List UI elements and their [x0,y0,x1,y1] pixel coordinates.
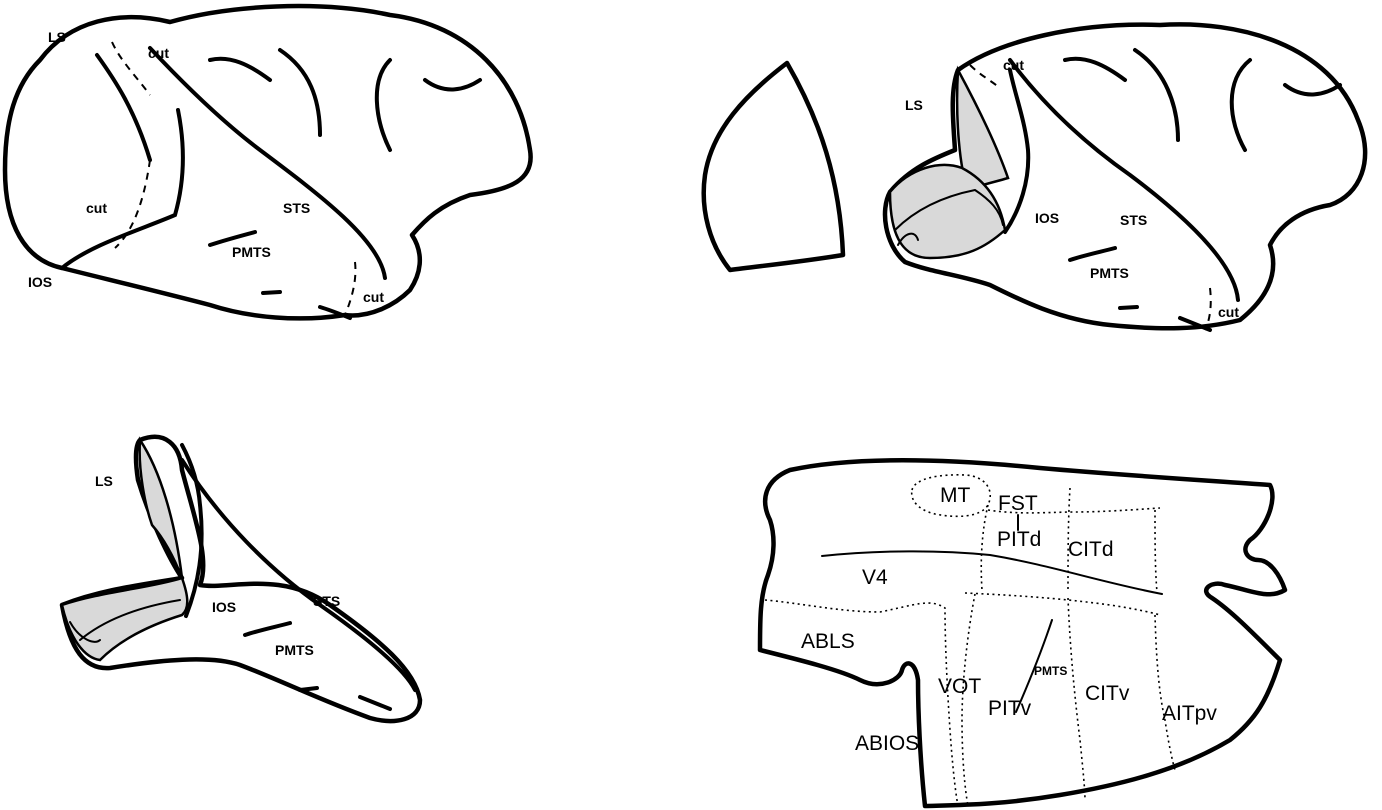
panel-a-sulcus-arcuate [377,60,390,150]
panel-d-area-citv: CITv [1085,682,1130,705]
panel-b-pmts [1070,248,1115,260]
panel-d-area-mt: MT [940,484,970,507]
panel-c-outline [62,437,420,721]
panel-a-cut-right [345,262,355,315]
panel-a-label-ls: LS [48,29,66,45]
panel-b-label-sts: STS [1120,212,1147,228]
panel-b-label-ls: LS [905,97,923,113]
panel-c-label-pmts: PMTS [275,642,314,658]
panel-a-label-cut-left: cut [86,200,107,216]
panel-b-label-cut-right: cut [1218,304,1239,320]
panel-a-sulcus-central [280,50,320,135]
panel-d-area-pmts: PMTS [1034,664,1067,678]
panel-d-area-abios: ABIOS [855,732,919,755]
panel-a-outline [5,6,531,318]
panel-d-area-abls: ABLS [801,630,855,653]
panel-c-exposed-ls-bank [140,440,182,578]
panel-c-hemisphere: LS IOS STS PMTS [62,437,420,721]
panel-d-aitd-boundary [1155,510,1157,592]
panel-d-pitv-citv-boundary [1068,598,1085,800]
panel-a-hemisphere: LS cut cut STS PMTS IOS cut [5,6,531,318]
panel-b-removed-occipital-piece [704,63,843,270]
panel-d-area-fst: FST [998,492,1038,515]
panel-d-flatmap: MT FST PITd CITd V4 ABLS VOT PMTS PITv C… [760,460,1285,806]
panel-b-label-pmts: PMTS [1090,265,1129,281]
panel-b-label-ios: IOS [1035,210,1059,226]
panel-a-sulcus-small-1 [263,292,280,293]
panel-c-exposed-ios-bank [62,578,187,660]
panel-b-label-cut-top: cut [1003,57,1024,73]
panel-b-ios [1005,70,1028,232]
panel-d-citv-aitpv-boundary [1155,615,1175,770]
panel-d-abls-boundary [765,600,958,806]
panel-b-sulcus-central [1135,50,1178,140]
panel-c-sulcus-small-2 [360,697,390,709]
panel-d-vot-pitv-boundary [962,594,975,806]
panel-a-sulcus-upper [210,59,270,80]
panel-a-lunate-sulcus [97,55,150,160]
panel-c-label-ls: LS [95,473,113,489]
panel-d-ventral-boundary [965,593,1160,615]
panel-c-label-ios: IOS [212,599,236,615]
panel-d-area-pitv: PITv [988,697,1032,720]
panel-d-area-pitd: PITd [997,528,1041,551]
panel-c-pmts [245,623,290,635]
panel-a-label-pmts: PMTS [232,244,271,260]
panel-a-ios [62,110,183,268]
panel-d-area-vot: VOT [938,675,981,698]
panel-d-area-v4: V4 [862,566,888,589]
panel-d-pitd-boundary-left [981,505,988,590]
panel-b-cut-top [970,65,1000,88]
panel-d-area-aitpv: AITpv [1162,702,1217,725]
panel-b-sulcus-upper [1065,59,1125,80]
panel-c-label-sts: STS [313,593,340,609]
panel-b-sts [1010,60,1238,300]
panel-b-hemisphere: LS cut IOS STS PMTS cut [704,24,1365,330]
panel-b-sulcus-arcuate [1232,60,1250,150]
panel-a-label-ios: IOS [28,274,52,290]
panel-a-label-cut-top: cut [148,45,169,61]
panel-a-label-sts: STS [283,200,310,216]
panel-b-sulcus-principal [1285,85,1340,94]
panel-a-sulcus-principal [425,80,480,89]
panel-a-label-cut-right: cut [363,289,384,305]
panel-b-sulcus-small-1 [1120,307,1137,308]
panel-d-area-citd: CITd [1068,538,1114,561]
panel-c-sulcus-small-1 [300,688,317,690]
